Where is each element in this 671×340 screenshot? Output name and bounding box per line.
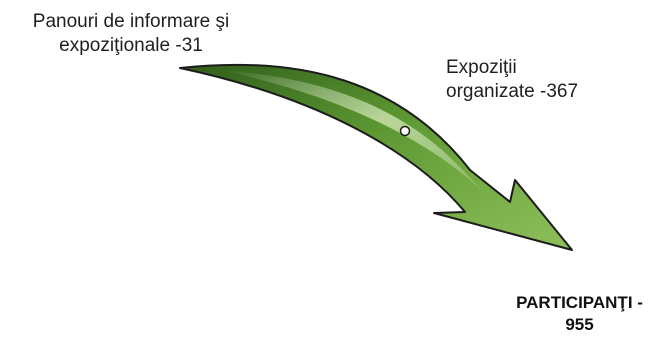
label-expozitii-line1: Expoziţii xyxy=(446,57,517,78)
label-participanti-line1: PARTICIPANŢI - xyxy=(516,293,643,312)
label-panouri-line1: Panouri de informare şi xyxy=(32,11,230,32)
label-participanti-line2: 955 xyxy=(565,315,594,334)
curved-arrow-body xyxy=(179,63,573,251)
label-participanti: PARTICIPANŢI - 955 xyxy=(488,292,671,336)
connector-dot xyxy=(399,125,411,137)
label-panouri: Panouri de informare şi expoziţionale -3… xyxy=(0,10,262,58)
label-panouri-line2: expoziţionale -31 xyxy=(59,35,203,56)
label-expozitii: Expoziţii organizate -367 xyxy=(446,56,578,104)
label-expozitii-line2: organizate -367 xyxy=(446,81,579,102)
